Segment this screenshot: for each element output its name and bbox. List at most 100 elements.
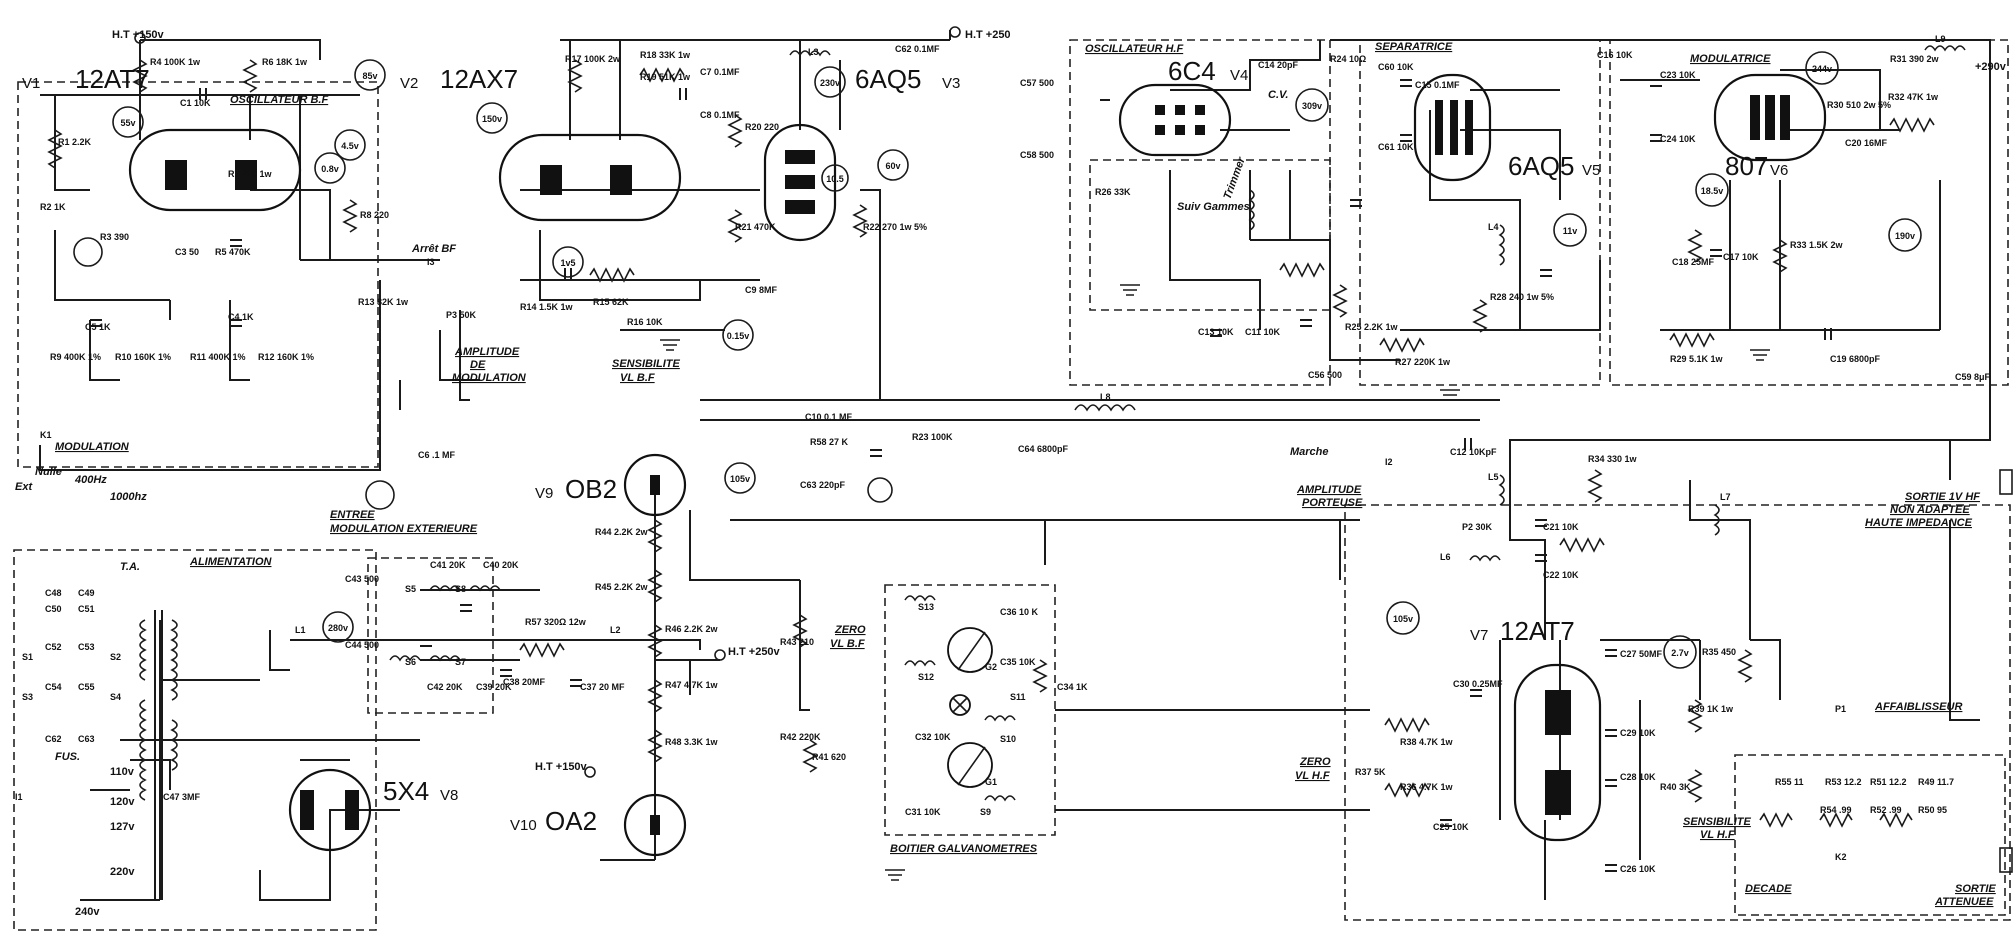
sortie-1v-1: SORTIE 1V HF	[1905, 491, 1980, 503]
component-label-c39: C39 20K	[476, 682, 512, 692]
component-label-c26: C26 10K	[1620, 864, 1656, 874]
component-label-r23: R23 100K	[912, 432, 953, 442]
component-label-s8: S8	[455, 584, 466, 594]
out290-label: +290v	[1975, 61, 2007, 73]
entree-title-1: ENTREE	[330, 509, 375, 521]
v5-label: V5	[1582, 162, 1600, 179]
component-label-c28: C28 10K	[1620, 772, 1656, 782]
amplitude-porteuse-2: PORTEUSE	[1302, 497, 1363, 509]
probe-230v	[814, 66, 846, 98]
v10-type: OA2	[545, 806, 597, 836]
v7-label: V7	[1470, 627, 1488, 644]
v5-type: 6AQ5	[1508, 151, 1575, 181]
v8-envelope	[288, 768, 372, 852]
voltage-probes	[112, 51, 1922, 669]
component-label-c35: C35 10K	[1000, 657, 1036, 667]
component-label-c18: C18 25MF	[1672, 257, 1715, 267]
galvanometers	[947, 627, 993, 788]
voltage-label: 190v	[1895, 231, 1915, 241]
component-label-c42: C42 20K	[427, 682, 463, 692]
component-label-r40: R40 3K	[1660, 782, 1691, 792]
v2-envelope	[498, 133, 682, 222]
component-label-r39: R39 1K 1w	[1688, 704, 1734, 714]
component-label-r20: R20 220	[745, 122, 779, 132]
component-label-k1: K1	[40, 430, 52, 440]
v3-envelope	[763, 123, 837, 242]
component-label-c53: C53	[78, 642, 95, 652]
modulatrice-frame	[1609, 39, 2009, 386]
probe-105v-a	[724, 462, 756, 494]
component-label-c31: C31 10K	[905, 807, 941, 817]
v9-type: OB2	[565, 474, 617, 504]
fus-label: FUS.	[55, 751, 80, 763]
component-label-c51: C51	[78, 604, 95, 614]
component-label-c64: C64 6800pF	[1018, 444, 1069, 454]
v1-envelope	[128, 128, 302, 212]
component-label-r45: R45 2.2K 2w	[595, 582, 649, 592]
component-label-s10: S10	[1000, 734, 1016, 744]
component-label-c60: C60 10K	[1378, 62, 1414, 72]
v4-type: 6C4	[1168, 56, 1216, 86]
galv-jack	[867, 477, 893, 503]
component-label-c1: C1 10K	[180, 98, 211, 108]
v7-envelope	[1513, 663, 1602, 842]
f1000-label: 1000hz	[110, 491, 147, 503]
component-label-l9: L9	[1935, 34, 1946, 44]
probe-0v15	[722, 319, 754, 351]
sortie-1v-3: HAUTE IMPEDANCE	[1865, 517, 1973, 529]
v10-label: V10	[510, 817, 537, 834]
component-label-r44: R44 2.2K 2w	[595, 527, 649, 537]
component-label-c20: C20 16MF	[1845, 138, 1888, 148]
component-label-c6: C6 .1 MF	[418, 450, 456, 460]
component-label-i3: I3	[427, 257, 435, 267]
v1-type: 12AT7	[75, 64, 150, 94]
component-label-r9: R9 400K 1%	[50, 352, 101, 362]
component-label-r38: R38 4.7K 1w	[1400, 737, 1454, 747]
tube-envelopes	[128, 73, 1827, 857]
component-label-c43: C43 500	[345, 574, 379, 584]
component-label-c9: C9 8MF	[745, 285, 778, 295]
component-label-r58: R58 27 K	[810, 437, 849, 447]
component-label-c10: C10 0.1 MF	[805, 412, 853, 422]
component-label-r11: R11 400K 1%	[190, 352, 246, 362]
sortie-att-jack	[1999, 847, 2013, 873]
component-label-r7: R7 220 1w	[228, 169, 273, 179]
component-label-s5: S5	[405, 584, 416, 594]
component-label-s7: S7	[455, 657, 466, 667]
component-label-i1: I1	[15, 792, 23, 802]
voltage-label: 0.8v	[321, 164, 339, 174]
component-label-c36: C36 10 K	[1000, 607, 1039, 617]
modulatrice-title: MODULATRICE	[1690, 53, 1771, 65]
component-label-r46: R46 2.2K 2w	[665, 624, 719, 634]
component-label-r12: R12 160K 1%	[258, 352, 314, 362]
component-label-r42: R42 220K	[780, 732, 821, 742]
component-label-c34: C34 1K	[1057, 682, 1088, 692]
component-label-c62b: C62	[45, 734, 62, 744]
nulle-label: Nulle	[35, 466, 62, 478]
v6-envelope	[1713, 73, 1827, 162]
marche-label: Marche	[1290, 446, 1329, 458]
component-label-r43: R43 210	[780, 637, 814, 647]
component-label-c56: C56 500	[1308, 370, 1342, 380]
ht150-terminal	[134, 32, 146, 44]
mains-tap-label: 127v	[110, 821, 135, 833]
component-label-r22: R22 270 1w 5%	[863, 222, 927, 232]
component-label-c61: C61 10K	[1378, 142, 1414, 152]
component-label-r25: R25 2.2K 1w	[1345, 322, 1399, 332]
oscillateur-bf-title: OSCILLATEUR B.F	[230, 94, 328, 106]
v2-label: V2	[400, 75, 418, 92]
component-label-k2: K2	[1835, 852, 1847, 862]
component-label-r27: R27 220K 1w	[1395, 357, 1451, 367]
galvanometer-box-frame	[884, 584, 1056, 836]
output-stage-frame	[1344, 504, 2011, 921]
component-label-r28: R28 240 1w 5%	[1490, 292, 1554, 302]
component-label-r24: R24 10Ω	[1330, 54, 1366, 64]
ht250-mid-label: H.T +250v	[728, 646, 781, 658]
ht250-terminal	[949, 26, 961, 38]
voltage-labels: 85v4.5v55v0.8v150v230v60v10.51v50.15v309…	[120, 64, 1915, 658]
arret-bf-label: Arrêt BF	[411, 243, 456, 255]
component-label-r50: R50 95	[1918, 805, 1947, 815]
component-label-r41: R41 620	[812, 752, 846, 762]
